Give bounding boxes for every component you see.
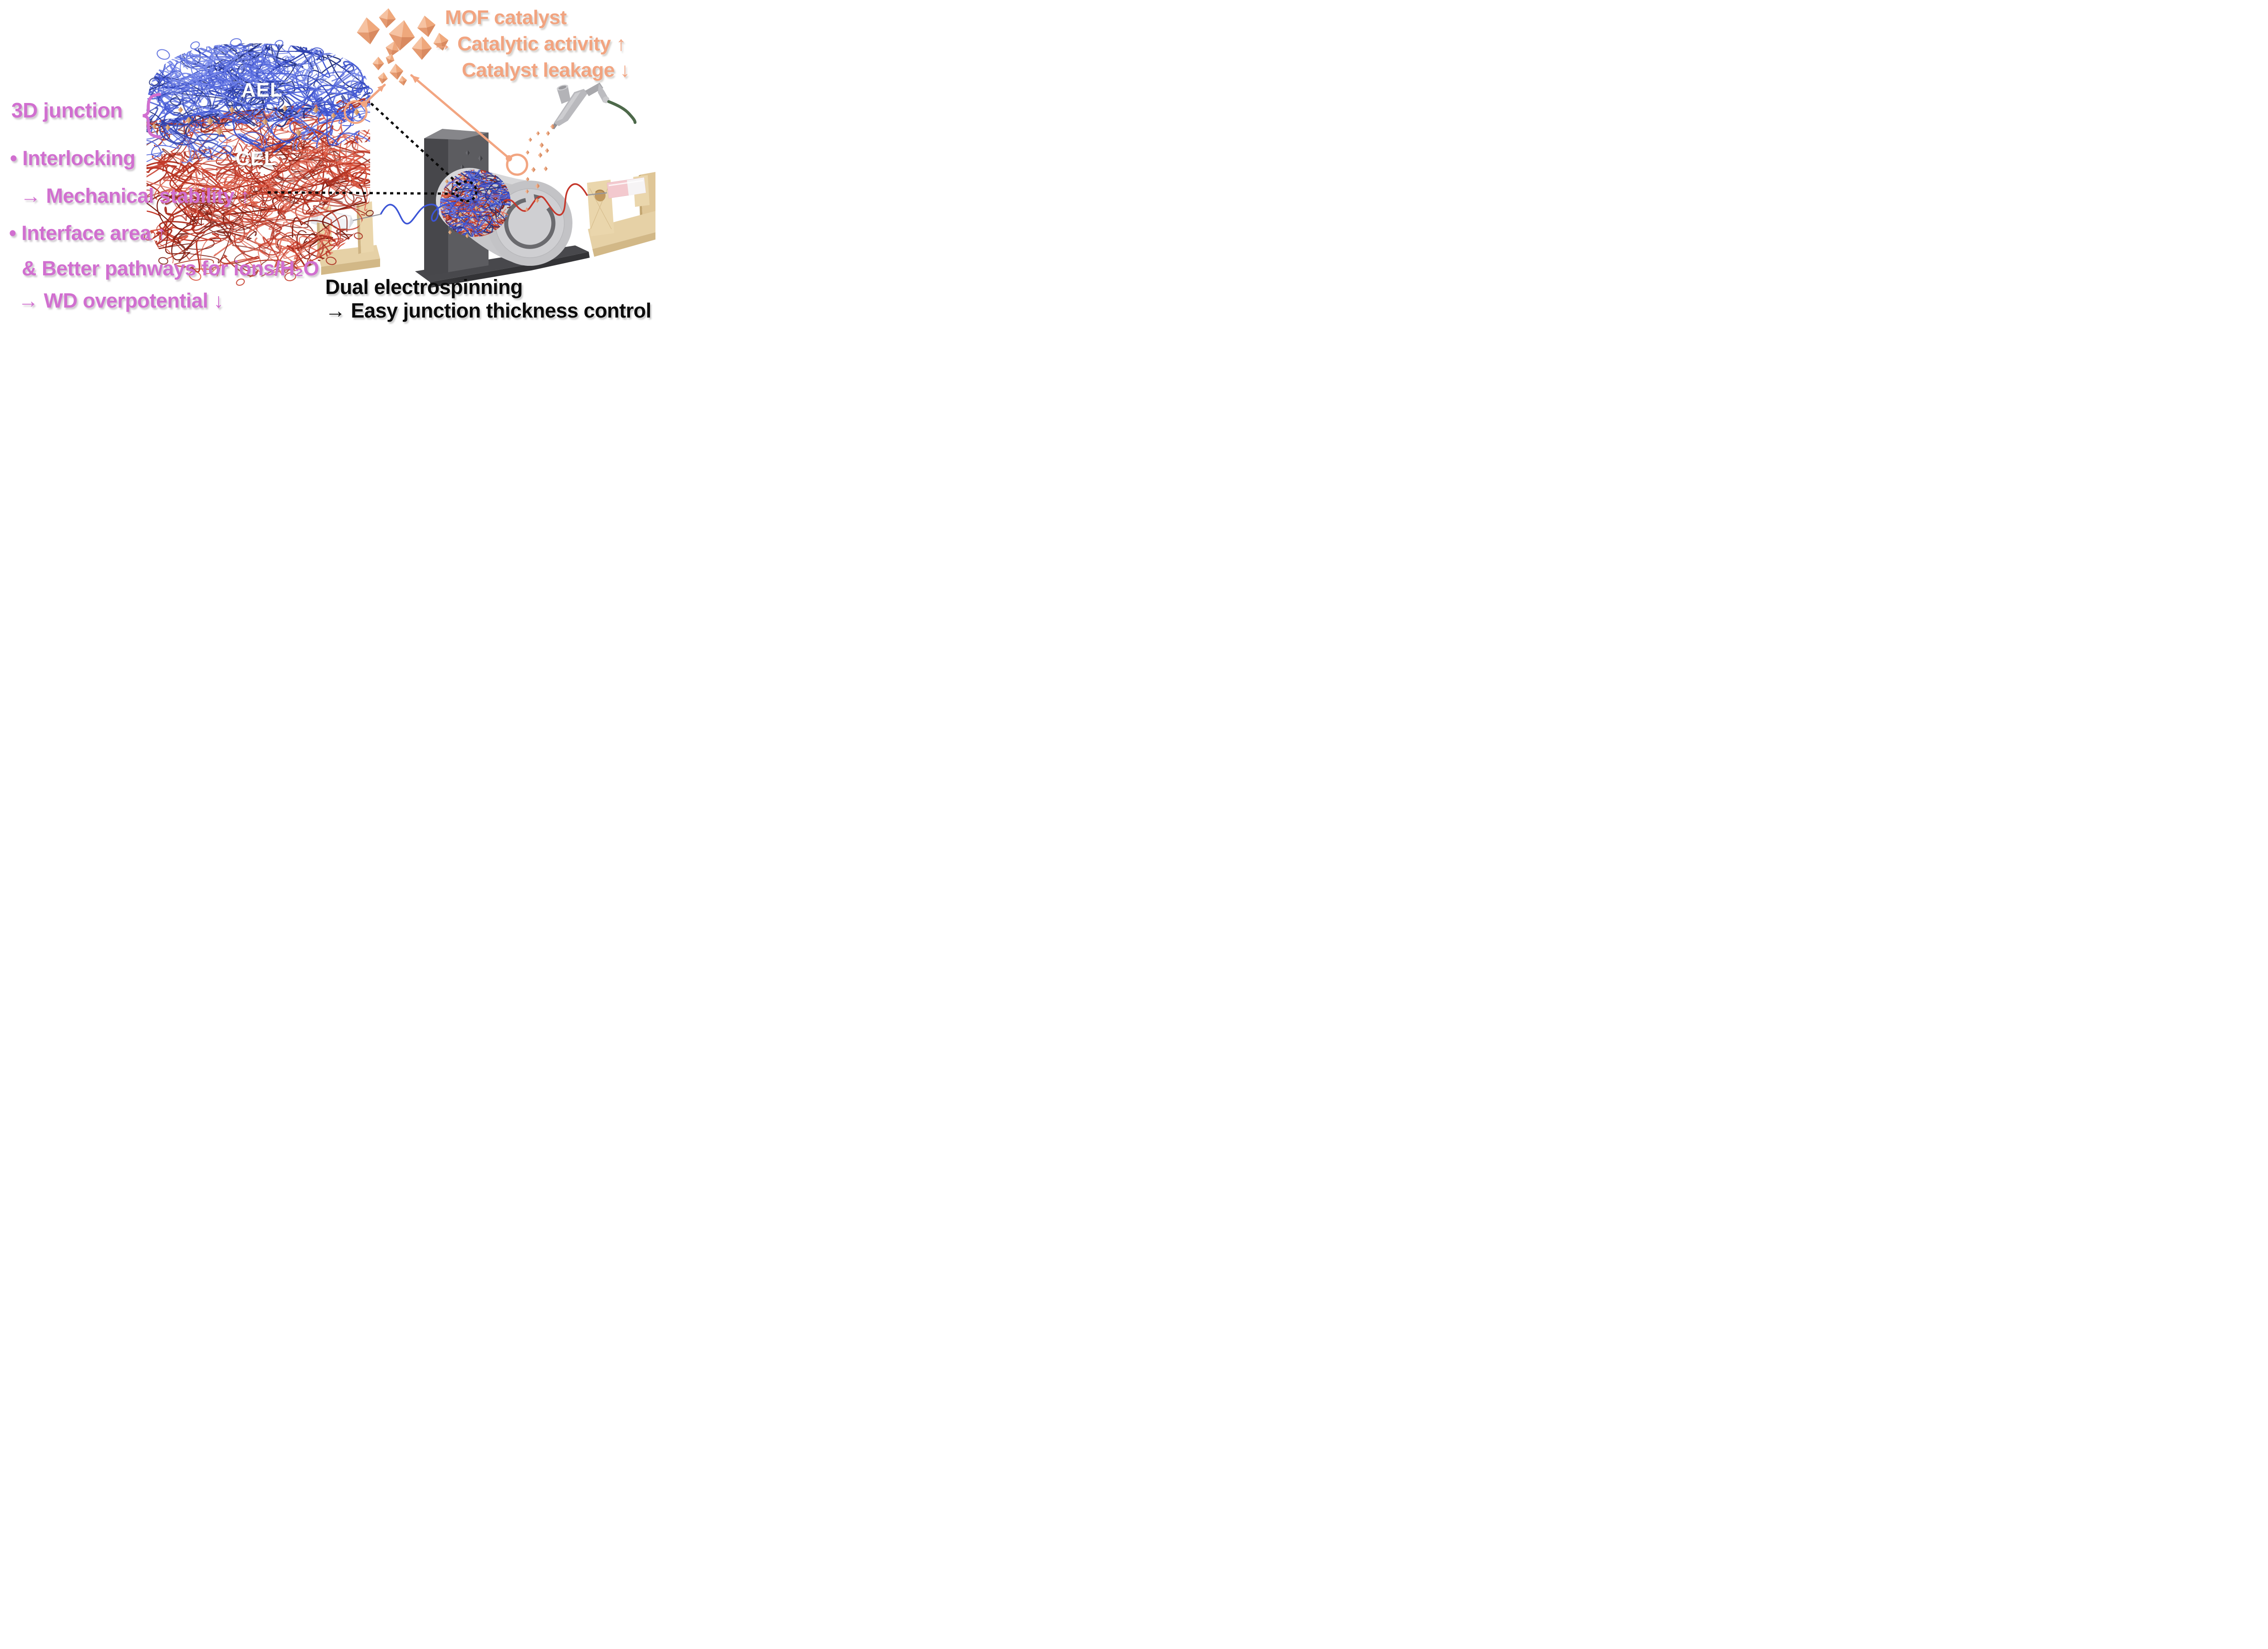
mof-leakage: Catalyst leakage ↓: [462, 59, 630, 81]
cel-label: CEL: [235, 147, 277, 170]
overlay-guides: [142, 74, 528, 203]
mof-crystal-clusters: [357, 8, 449, 86]
junction-label: 3D junction: [11, 98, 122, 122]
mat-highlight-circle: [343, 100, 368, 124]
benefit-interface: • Interface area ↑: [9, 221, 166, 245]
spray-highlight-circle: [506, 153, 528, 176]
post-hole: [595, 190, 606, 201]
sprayed-mof-particles: [525, 124, 555, 212]
process-benefit: → Easy junction thickness control: [325, 299, 651, 322]
airbrush-cup: [557, 86, 571, 104]
process-title: Dual electrospinning: [325, 275, 523, 298]
electrospinning-machine: [311, 83, 655, 288]
red-fiber-jet: [503, 183, 588, 216]
mof-title: MOF catalyst: [445, 6, 567, 29]
scene-illustration: [142, 8, 655, 288]
rotation-arrow-icon: [504, 198, 556, 249]
blue-fiber-jet: [380, 202, 455, 225]
drum-face-rim: [495, 188, 565, 258]
benefit-overpotential: → WD overpotential ↓: [18, 289, 224, 312]
stray-fiber-loops: [144, 38, 374, 286]
graphical-abstract: MOF catalyst → Catalytic activity ↑ Cata…: [0, 0, 655, 330]
right-syringe-pump: [587, 172, 655, 257]
zoom-dotted-line-bottom: [267, 191, 456, 195]
airbrush-sprayer: [552, 83, 637, 129]
mof-pointer-arrow-short: [364, 83, 386, 104]
junction-brace: [142, 93, 161, 139]
air-hose: [607, 100, 637, 124]
mof-pointer-arrow-long: [410, 74, 509, 158]
right-needle: [587, 192, 607, 196]
left-needle: [352, 213, 381, 221]
benefit-interlocking: • Interlocking: [10, 147, 136, 170]
ael-label: AEL: [241, 79, 283, 101]
benefit-pathways: & Better pathways for ions/H₂O: [22, 257, 319, 280]
mof-activity: → Catalytic activity ↑: [432, 33, 626, 55]
mof-particles-in-junction: [152, 105, 360, 137]
zoom-dotted-circle: [455, 180, 478, 203]
benefit-mechanical: → Mechanical stability ↑: [20, 184, 250, 207]
